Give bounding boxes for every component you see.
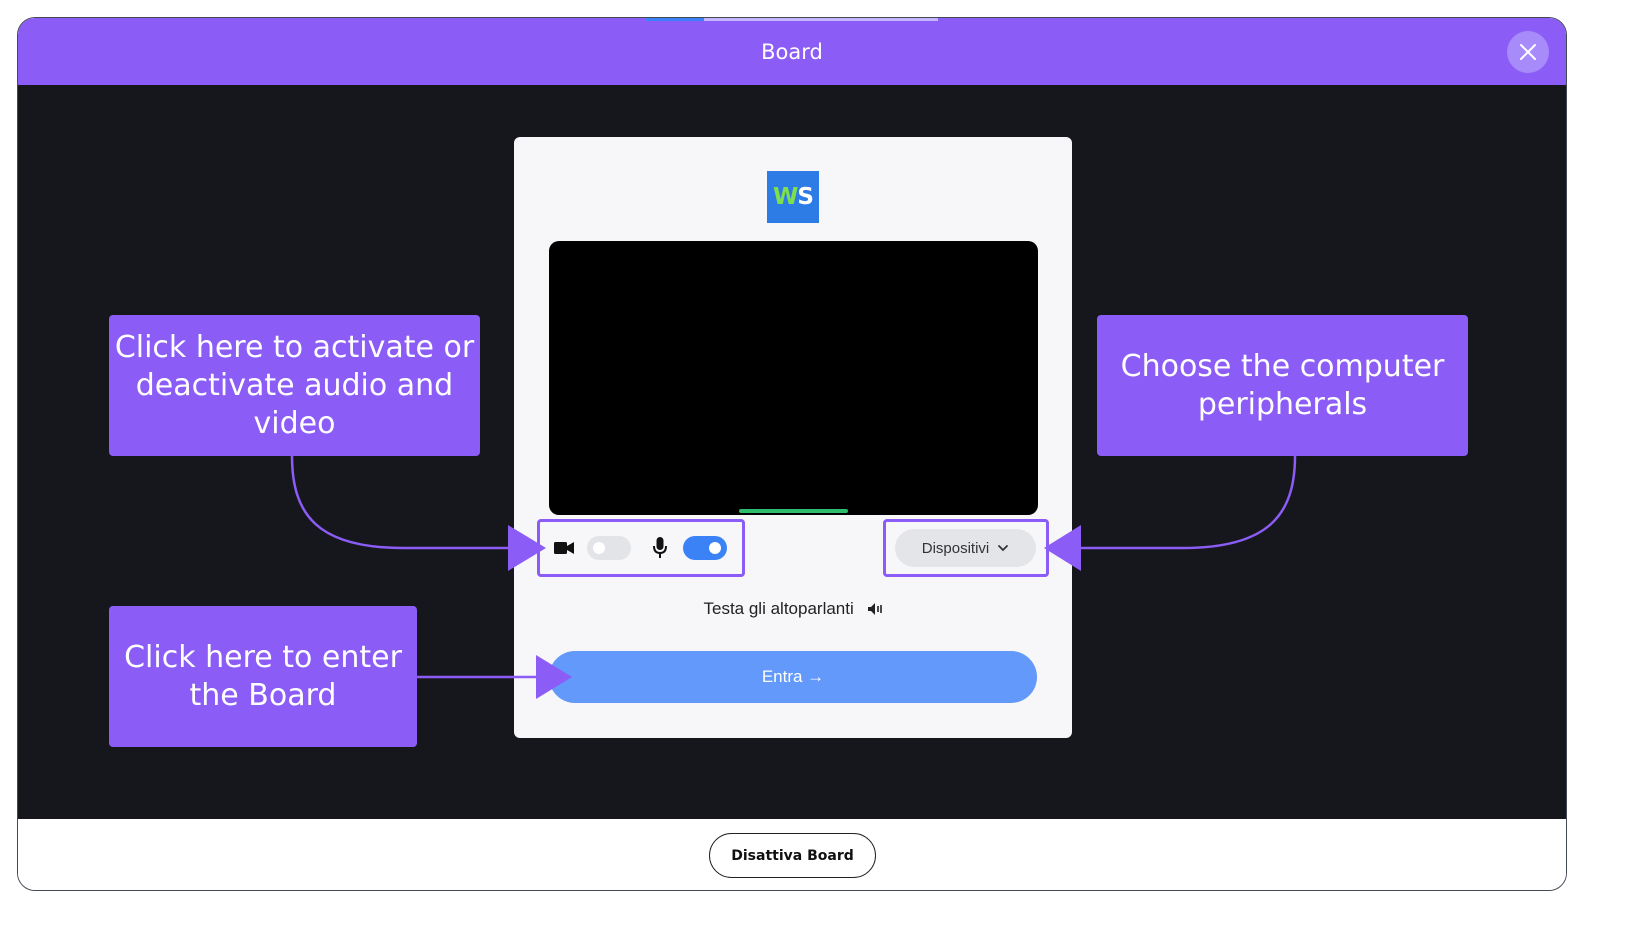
devices-dropdown[interactable]: Dispositivi [895, 529, 1036, 567]
footer: Disattiva Board [18, 819, 1566, 890]
callout-audio-video: Click here to activate or deactivate aud… [109, 315, 480, 456]
audio-level-indicator [739, 509, 848, 513]
connector-audio-video [290, 455, 518, 550]
microphone-icon [649, 536, 671, 560]
video-camera-icon [553, 537, 575, 559]
speaker-test-link[interactable]: Testa gli altoparlanti [514, 599, 1072, 619]
connector-peripherals [1073, 455, 1297, 550]
callout-enter: Click here to enter the Board [109, 606, 417, 747]
deactivate-board-button[interactable]: Disattiva Board [709, 833, 876, 878]
camera-toggle[interactable] [587, 536, 631, 560]
video-preview [549, 241, 1038, 515]
highlight-devices [883, 519, 1049, 577]
devices-label: Dispositivi [921, 539, 990, 557]
window-title: Board [761, 39, 823, 64]
chevron-down-icon [998, 545, 1009, 552]
loading-bar [646, 18, 938, 21]
enter-button[interactable]: Entra → [549, 651, 1037, 703]
close-icon [1520, 44, 1536, 60]
highlight-media-controls [537, 519, 745, 577]
title-bar: Board [18, 18, 1566, 85]
close-button[interactable] [1507, 31, 1549, 73]
media-controls [549, 527, 727, 569]
speaker-test-label: Testa gli altoparlanti [703, 599, 854, 618]
microphone-toggle[interactable] [683, 536, 727, 560]
callout-peripherals: Choose the computer peripherals [1097, 315, 1468, 456]
speaker-icon [867, 603, 882, 615]
